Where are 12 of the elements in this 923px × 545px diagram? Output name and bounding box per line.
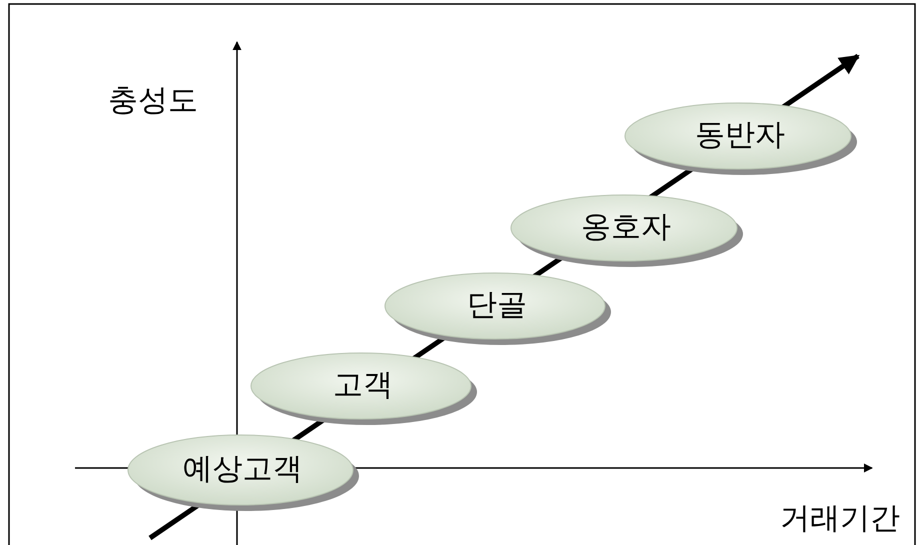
stage-label: 단골 — [467, 286, 527, 324]
stage-label: 옹호자 — [581, 208, 671, 246]
stage-label: 동반자 — [695, 116, 785, 154]
stage-label: 고객 — [333, 366, 393, 404]
stage-ellipse — [622, 100, 858, 176]
axis-label: 충성도 — [108, 82, 198, 120]
stage-ellipse — [508, 192, 744, 268]
stage-label: 예상고객 — [182, 450, 302, 488]
stage-ellipse — [248, 350, 478, 426]
axis-label: 거래기간 — [780, 500, 900, 538]
stage-ellipse — [382, 270, 612, 346]
stage-ellipse — [125, 432, 360, 512]
